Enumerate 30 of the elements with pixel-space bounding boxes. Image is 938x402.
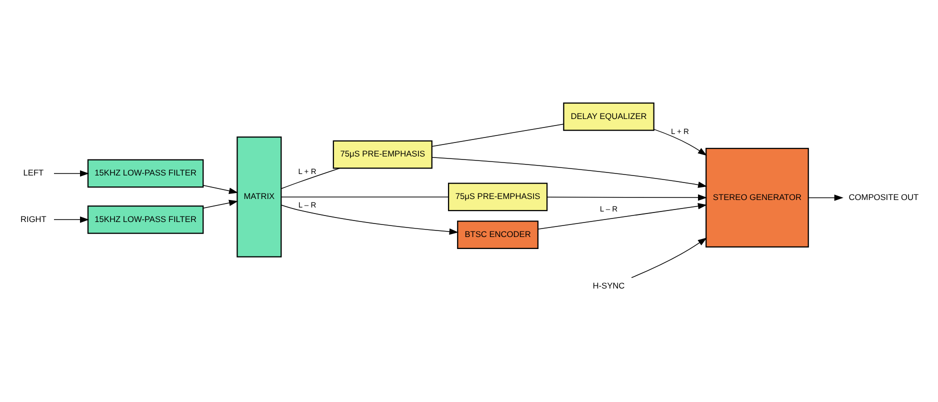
node-text: LEFT [23, 167, 44, 178]
edge-label: L + R [298, 166, 316, 176]
arrow [280, 204, 458, 234]
node-box: STEREO GENERATOR [706, 147, 809, 248]
arrow [538, 202, 708, 230]
node-box: 75μS PRE-EMPHASIS [332, 140, 432, 168]
arrow [202, 184, 238, 194]
edge-label: L + R [670, 126, 689, 136]
edge-label: L – R [600, 204, 618, 213]
arrow [808, 194, 844, 200]
arrow [631, 237, 707, 278]
node-box: 75μS PRE-EMPHASIS [448, 182, 548, 211]
node-box: BTSC ENCODER [457, 220, 538, 249]
arrow [202, 199, 238, 208]
arrow [54, 170, 90, 176]
node-box: DELAY EQUALIZER [563, 102, 654, 130]
arrow [546, 194, 708, 200]
arrow [654, 128, 708, 156]
edge-label: L – R [298, 200, 316, 210]
arrow [54, 216, 90, 222]
node-box: MATRIX [236, 136, 282, 257]
connector [280, 167, 340, 189]
node-text: COMPOSITE OUT [848, 191, 919, 202]
arrow [432, 156, 708, 188]
node-text: H-SYNC [592, 280, 625, 290]
node-text: RIGHT [20, 213, 46, 224]
connector [432, 123, 564, 146]
connector [280, 196, 449, 197]
node-box: 15KHZ LOW-PASS FILTER [87, 204, 204, 234]
node-box: 15KHZ LOW-PASS FILTER [87, 158, 204, 188]
